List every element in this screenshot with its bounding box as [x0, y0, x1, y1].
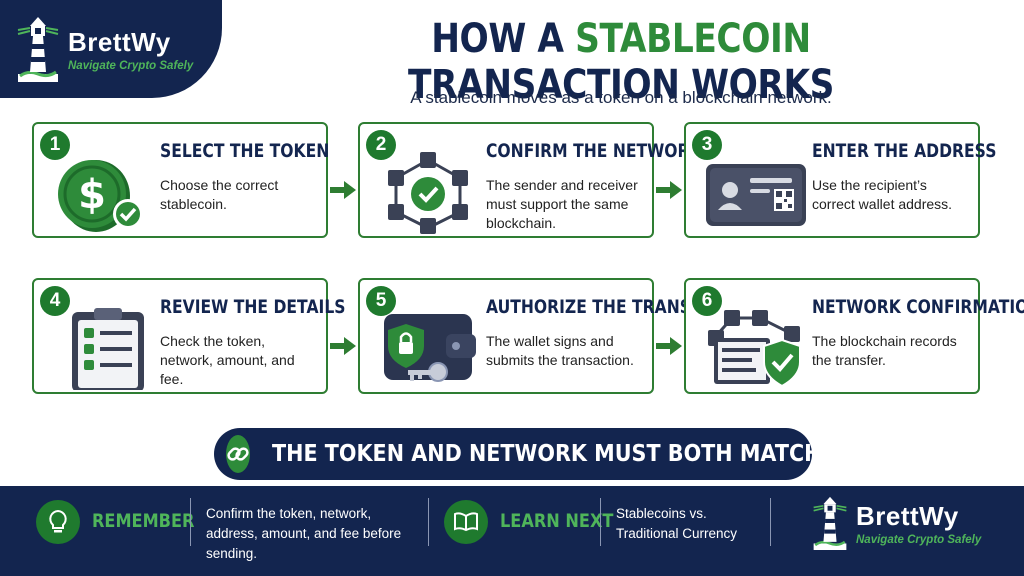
arrow-right-icon: [330, 181, 356, 199]
lighthouse-icon: [813, 496, 847, 550]
arrow-right-icon: [656, 337, 682, 355]
step-title: SELECT THE TOKEN: [160, 140, 330, 162]
blockchain-shield-icon: [708, 310, 801, 388]
wallet-key-icon: [384, 314, 476, 382]
brand-name: BrettWy: [856, 500, 959, 531]
lightbulb-icon: [36, 500, 80, 544]
step-title: AUTHORIZE THE TRANSFER: [486, 296, 725, 318]
step-number: 1: [40, 130, 70, 160]
step-number: 2: [366, 130, 396, 160]
checklist-clipboard-icon: [72, 308, 144, 390]
learn-next-text: Stablecoins vs. Traditional Currency: [616, 506, 738, 541]
header-logo: BrettWy Navigate Crypto Safely: [0, 0, 222, 98]
key-message-banner: THE TOKEN AND NETWORK MUST BOTH MATCH: [214, 428, 821, 480]
step-number: 6: [692, 286, 722, 316]
step-title: CONFIRM THE NETWORK: [486, 140, 702, 162]
step-card-6: 6 NETWORK CONFIRMATION The blockchain re…: [684, 278, 1024, 394]
step-description: The blockchain records the transfer.: [812, 333, 957, 368]
dollar-coin-icon: $: [58, 160, 143, 232]
step-title: ENTER THE ADDRESS: [812, 140, 997, 162]
lighthouse-icon: [17, 17, 59, 82]
page-title: HOW A STABLECOIN TRANSACTION WORKS: [407, 16, 835, 108]
remember-text: Confirm the token, network, address, amo…: [206, 506, 402, 561]
footer-bar: REMEMBER Confirm the token, network, add…: [0, 486, 1024, 576]
svg-text:$: $: [78, 172, 106, 218]
step-card-3: 3 ENTER THE ADDRESS Use the recipient’s …: [684, 122, 996, 238]
step-description: The wallet signs and submits the transac…: [486, 333, 634, 368]
step-title: NETWORK CONFIRMATION: [812, 296, 1024, 318]
arrow-right-icon: [330, 337, 356, 355]
footer-divider: [600, 498, 601, 546]
brand-tagline: Navigate Crypto Safely: [856, 533, 982, 546]
step-description: The sender and receiver must support the…: [486, 177, 638, 231]
step-description: Use the recipient’s correct wallet addre…: [812, 177, 953, 212]
step-card-5: 5 AUTHORIZE THE TRANSFER The wallet sign…: [358, 278, 724, 394]
step-card-1: 1 $ SELECT THE TOKEN Choose the correct …: [32, 122, 330, 238]
wallet-address-card-icon: [706, 164, 806, 226]
step-number: 4: [40, 286, 70, 316]
learn-next-label: LEARN NEXT: [500, 510, 614, 532]
footer-divider: [190, 498, 191, 546]
brand-tagline: Navigate Crypto Safely: [68, 59, 194, 72]
footer-divider: [770, 498, 771, 546]
step-description: Choose the correct stablecoin.: [160, 177, 279, 212]
remember-label: REMEMBER: [92, 510, 195, 532]
arrow-right-icon: [656, 181, 682, 199]
step-card-4: 4 REVIEW THE DETAILS Check the token, ne…: [32, 278, 345, 394]
step-number: 5: [366, 286, 396, 316]
banner-text: THE TOKEN AND NETWORK MUST BOTH MATCH: [272, 441, 822, 467]
step-title: REVIEW THE DETAILS: [160, 296, 346, 318]
step-description: Check the token, network, amount, and fe…: [160, 333, 295, 387]
footer-logo: BrettWy Navigate Crypto Safely: [812, 492, 981, 554]
footer-divider: [428, 498, 429, 546]
brand-name: BrettWy: [68, 26, 171, 57]
blockchain-network-icon: [388, 152, 468, 234]
page-subtitle: A stablecoin moves as a token on a block…: [410, 88, 832, 107]
book-icon: [444, 500, 488, 544]
step-number: 3: [692, 130, 722, 160]
link-icon: [226, 435, 250, 473]
step-card-2: 2 CONFIRM THE NETWORK The sender and rec…: [358, 122, 702, 238]
